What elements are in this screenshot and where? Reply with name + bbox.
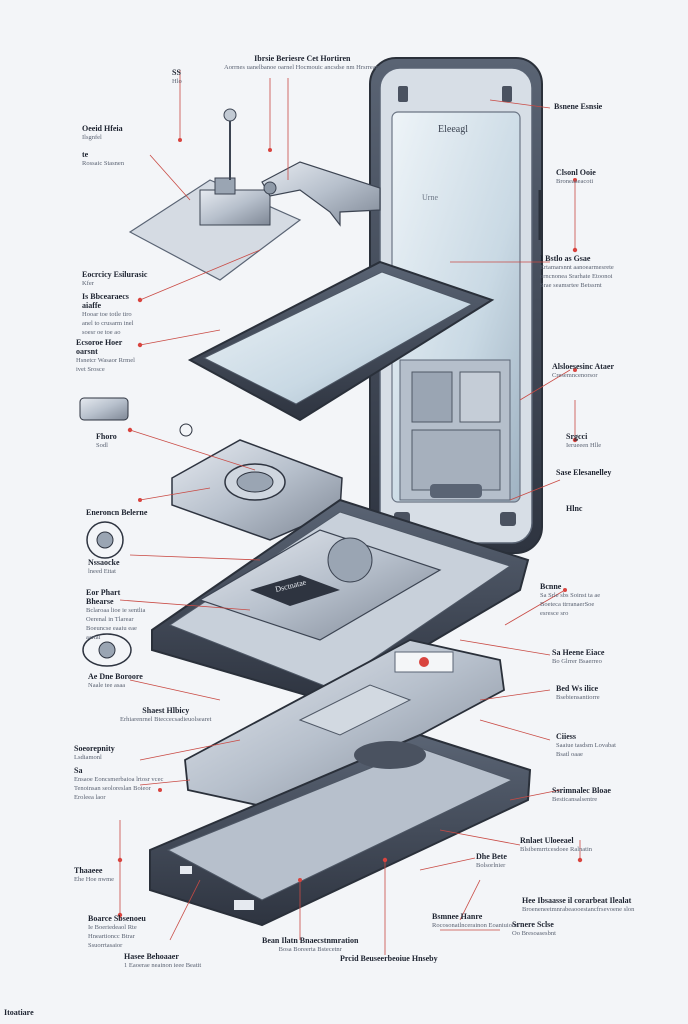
bottom-housing <box>149 733 532 927</box>
screen-title: Eleeagl <box>438 124 468 135</box>
leader-lines <box>119 70 581 955</box>
keyboard-module <box>184 639 505 811</box>
camera-mechanism <box>128 108 381 281</box>
label-left-6: Eneroncn Belerne <box>86 508 148 517</box>
camera-module <box>171 439 343 541</box>
leader-dots <box>117 138 583 918</box>
display-panel <box>187 260 495 422</box>
label-bottom-mid2: Prcid Beuseerbeoiue Hnseby <box>340 954 438 963</box>
label-right-6: Sase Elesanelley <box>556 468 612 477</box>
label-right-1: Bsnene Esnsie <box>554 102 603 111</box>
mainboard-tray <box>151 498 530 704</box>
inner-tag: Urne <box>422 193 438 202</box>
footer-caption: Itoatiare <box>4 1008 34 1017</box>
side-components <box>79 397 193 667</box>
label-right-7: Hlnc <box>566 504 583 513</box>
